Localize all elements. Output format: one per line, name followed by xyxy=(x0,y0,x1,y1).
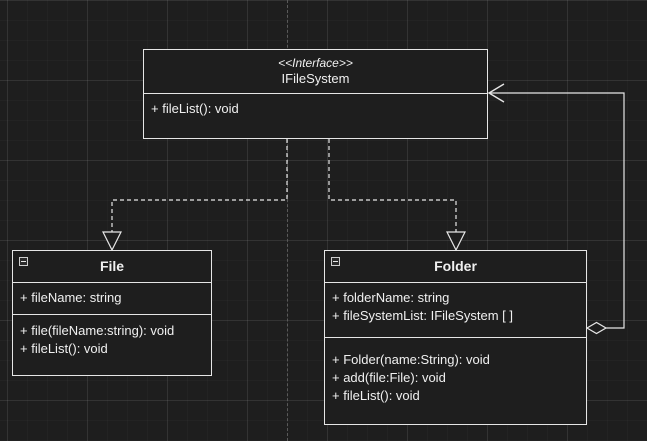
attribute-item: + fileName: string xyxy=(20,290,122,305)
class-folder[interactable]: Folder + folderName: string + fileSystem… xyxy=(324,250,587,425)
attribute-item: + fileSystemList: IFileSystem [ ] xyxy=(332,308,513,323)
realization-file-to-interface[interactable] xyxy=(102,139,288,252)
method-item: + file(fileName:string): void xyxy=(20,323,175,338)
collapse-icon[interactable] xyxy=(331,257,340,266)
realization-folder-to-interface[interactable] xyxy=(328,139,466,252)
class-header: Folder xyxy=(325,251,586,283)
method-item: + Folder(name:String): void xyxy=(332,352,490,367)
method-item: + add(file:File): void xyxy=(332,370,446,385)
class-file[interactable]: File + fileName: string + file(fileName:… xyxy=(12,250,212,376)
interface-ifilesystem[interactable]: <<Interface>> IFileSystem + fileList(): … xyxy=(143,49,488,139)
class-attributes: + folderName: string + fileSystemList: I… xyxy=(325,283,586,338)
class-name: Folder xyxy=(434,258,477,274)
stereotype-label: <<Interface>> xyxy=(278,56,353,70)
method-item: + fileList(): void xyxy=(20,341,108,356)
class-attributes: + fileName: string xyxy=(13,283,211,315)
interface-name: IFileSystem xyxy=(281,71,350,86)
class-name: File xyxy=(99,258,125,274)
class-methods: + file(fileName:string): void + fileList… xyxy=(13,315,211,362)
attribute-item: + folderName: string xyxy=(332,290,450,305)
interface-header: <<Interface>> IFileSystem xyxy=(144,50,487,94)
aggregation-folder-to-interface[interactable] xyxy=(487,83,625,335)
method-item: + fileList(): void xyxy=(332,388,420,403)
method-item: + fileList(): void xyxy=(151,101,239,116)
collapse-icon[interactable] xyxy=(19,257,28,266)
interface-methods: + fileList(): void xyxy=(144,94,487,122)
center-guide-line xyxy=(287,0,288,441)
class-header: File xyxy=(13,251,211,283)
class-methods: + Folder(name:String): void + add(file:F… xyxy=(325,338,586,409)
